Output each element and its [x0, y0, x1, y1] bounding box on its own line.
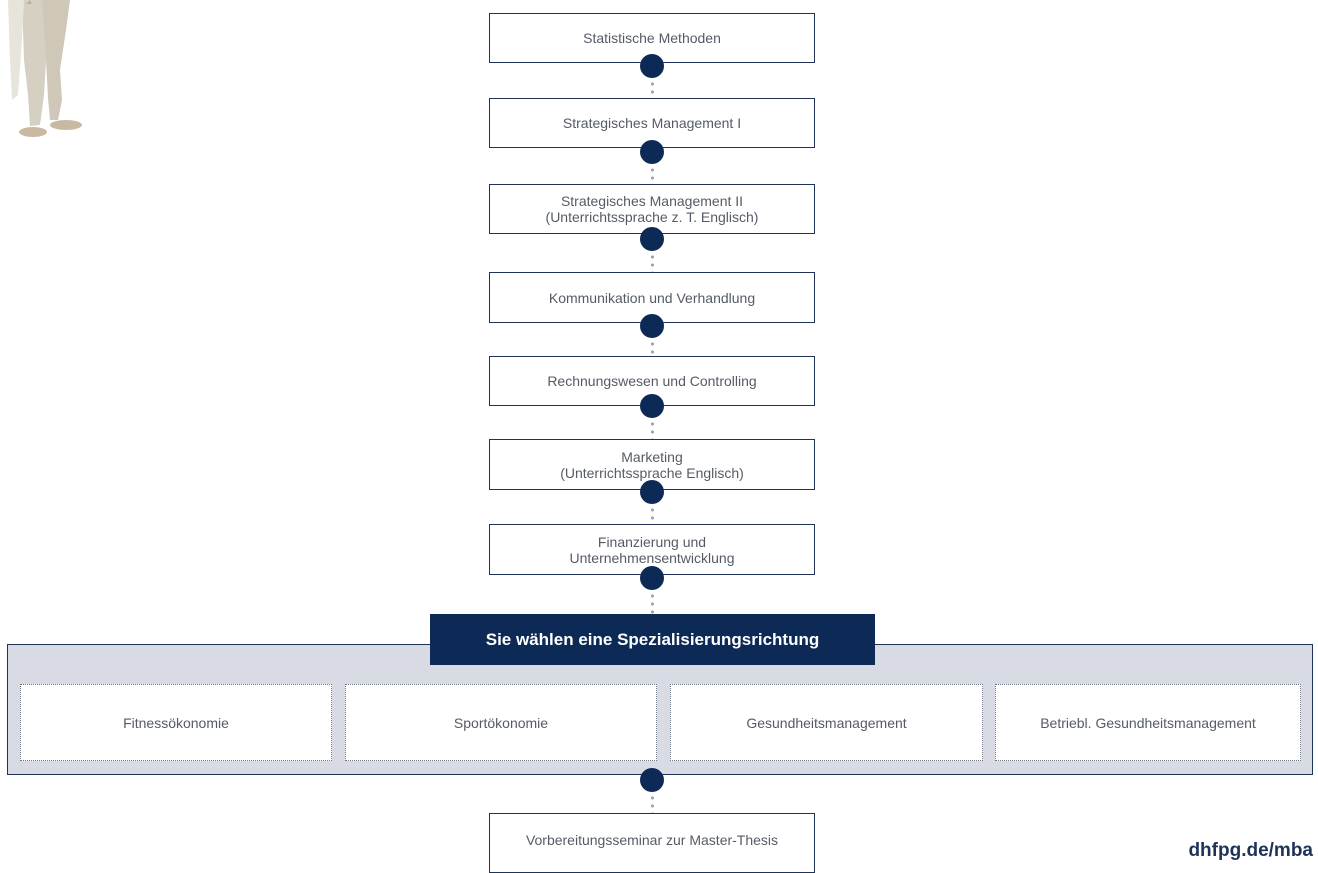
connector-dot: [640, 566, 664, 590]
footer-link[interactable]: dhfpg.de/mba: [1188, 840, 1313, 861]
connector-line: [651, 420, 654, 439]
module-label: Marketing (Unterrichtssprache Englisch): [560, 448, 744, 481]
connector-line: [651, 340, 654, 356]
module-strategisches-management-2: Strategisches Management II (Unterrichts…: [489, 184, 815, 234]
specialization-option-bgm: Betriebl. Gesundheitsmanagement: [995, 684, 1301, 761]
module-label: Strategisches Management II (Unterrichts…: [545, 193, 759, 225]
connector-dot: [640, 480, 664, 504]
module-label: Finanzierung und Unternehmensentwicklung: [569, 533, 735, 566]
connector-line: [651, 80, 654, 98]
module-strategisches-management-1: Strategisches Management I: [489, 98, 815, 148]
connector-line: [651, 253, 654, 272]
module-label: Rechnungswesen und Controlling: [547, 373, 757, 389]
connector-line: [651, 166, 654, 184]
connector-line: [651, 506, 654, 524]
module-label: Statistische Methoden: [583, 30, 721, 46]
connector-line: [651, 592, 654, 614]
connector-dot: [640, 227, 664, 251]
specialization-option-gesundheit: Gesundheitsmanagement: [670, 684, 983, 761]
specialization-option-sport: Sportökonomie: [345, 684, 657, 761]
specialization-title: Sie wählen eine Spezialisierungsrichtung: [430, 614, 875, 665]
specialization-option-fitness: Fitnessökonomie: [20, 684, 332, 761]
connector-dot: [640, 54, 664, 78]
module-label: Vorbereitungsseminar zur Master-Thesis: [525, 832, 779, 848]
module-label: Strategisches Management I: [562, 115, 742, 131]
connector-dot: [640, 768, 664, 792]
module-label: Kommunikation und Verhandlung: [548, 289, 756, 306]
connector-line: [651, 794, 654, 813]
connector-dot: [640, 394, 664, 418]
connector-dot: [640, 314, 664, 338]
person-photo: [8, 0, 82, 137]
module-thesis-seminar: Vorbereitungsseminar zur Master-Thesis: [489, 813, 815, 873]
connector-dot: [640, 140, 664, 164]
